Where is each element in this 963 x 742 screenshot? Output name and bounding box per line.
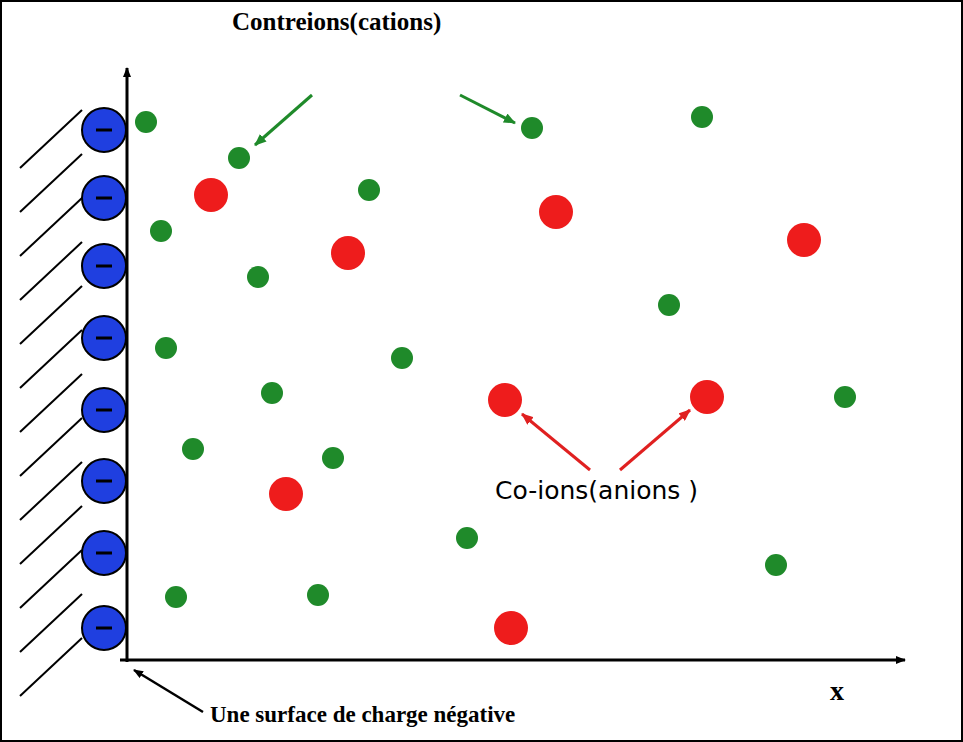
minus-sign (96, 627, 112, 630)
hatch-line (20, 286, 82, 344)
counter-ion (456, 527, 478, 549)
co-ion (331, 236, 365, 270)
counter-ion (261, 382, 283, 404)
counter-ion (391, 347, 413, 369)
x-axis (120, 659, 905, 662)
pointer-arrow (460, 95, 515, 123)
minus-sign (96, 552, 112, 555)
counter-ion (182, 438, 204, 460)
counter-ion (228, 147, 250, 169)
counter-ion (307, 584, 329, 606)
co-ion (194, 178, 228, 212)
counter-ion (691, 106, 713, 128)
co-ion (787, 223, 821, 257)
co-ion (488, 383, 522, 417)
hatch-line (20, 154, 82, 212)
minus-sign (96, 409, 112, 412)
counter-ion (150, 220, 172, 242)
co-ion (494, 611, 528, 645)
surface-charge (82, 244, 126, 288)
pointer-arrow (522, 414, 590, 470)
counter-ion (658, 294, 680, 316)
counter-ion (358, 179, 380, 201)
hatch-line (20, 638, 82, 696)
surface-charge (82, 531, 126, 575)
surface-charge (82, 606, 126, 650)
counter-ion (322, 447, 344, 469)
surface-label: Une surface de charge négative (210, 702, 515, 727)
surface-charges (82, 108, 126, 650)
hatch-line (20, 462, 82, 520)
surface-charge (82, 388, 126, 432)
surface-charge (82, 459, 126, 503)
pointer-arrow (134, 670, 203, 712)
hatch-line (20, 242, 82, 300)
hatch-line (20, 506, 82, 564)
counter-ion (834, 386, 856, 408)
co-ion (539, 195, 573, 229)
hatch-line (20, 374, 82, 432)
title-label: Contreions(cations) (232, 8, 441, 36)
hatch-line (20, 198, 82, 256)
counter-ion (165, 586, 187, 608)
co-ion (690, 380, 724, 414)
axis-label: x (830, 676, 844, 707)
y-axis (126, 68, 129, 662)
minus-sign (96, 129, 112, 132)
pointer-arrow (255, 95, 312, 145)
wall-hatching (20, 110, 82, 696)
hatch-line (20, 418, 82, 476)
hatch-line (20, 110, 82, 168)
minus-sign (96, 197, 112, 200)
pointer-arrow (620, 410, 690, 470)
counter-ion (765, 554, 787, 576)
ions (135, 106, 856, 645)
counter-ion (155, 337, 177, 359)
minus-sign (96, 265, 112, 268)
counter-ion (521, 117, 543, 139)
hatch-line (20, 330, 82, 388)
hatch-line (20, 550, 82, 608)
counter-ion (135, 111, 157, 133)
hatch-line (20, 594, 82, 652)
counter-ion (247, 266, 269, 288)
surface-charge (82, 176, 126, 220)
surface-charge (82, 316, 126, 360)
minus-sign (96, 480, 112, 483)
minus-sign (96, 337, 112, 340)
ion-label: Co-ions(anions ) (495, 477, 698, 505)
surface-charge (82, 108, 126, 152)
co-ion (269, 477, 303, 511)
